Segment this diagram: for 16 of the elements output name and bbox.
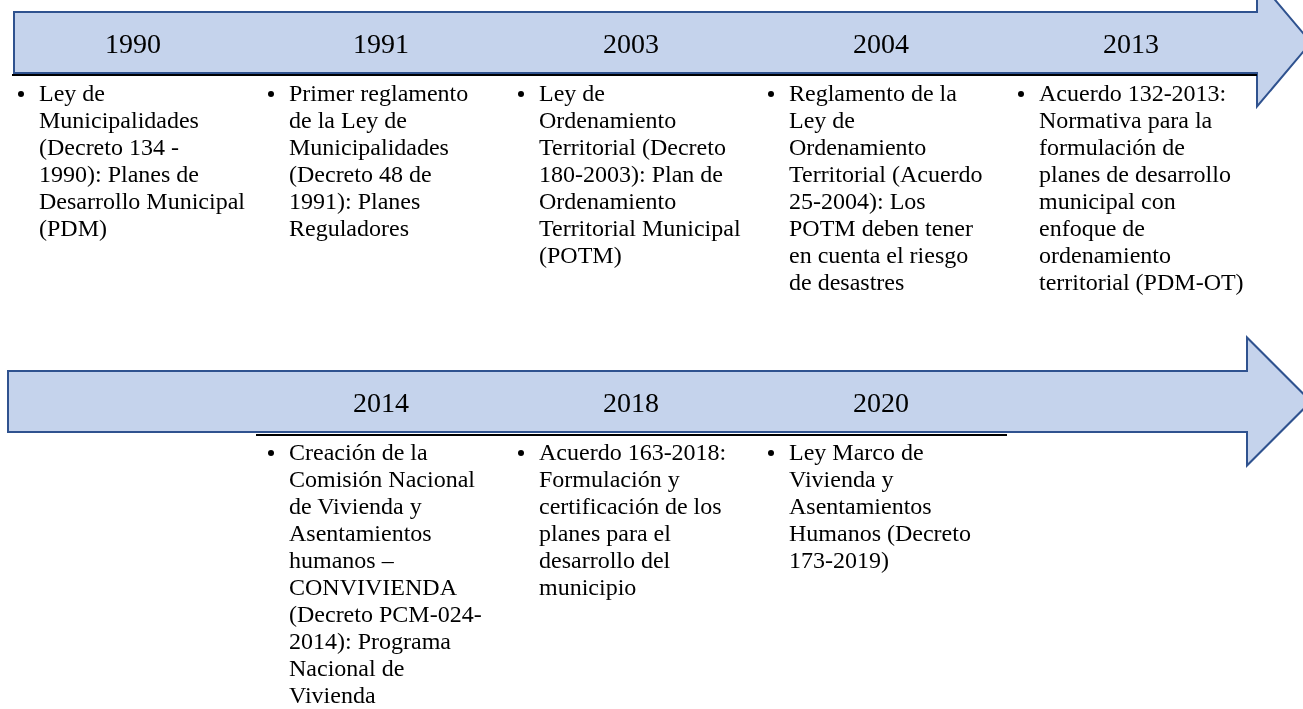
year-label: 1991 (353, 29, 409, 58)
year-label: 2004 (853, 29, 909, 58)
bullet-text: Ley de Ordenamiento Territorial (Decreto 180-2003): Plan de Ordenamiento Territorial Municipal (POTM) (539, 80, 742, 269)
year-label: 2014 (353, 388, 409, 417)
bullet-text: Acuerdo 132-2013: Normativa para la formulación de planes de desarrollo municipal con enfoque de ordenamiento territorial (PDM-OT) (1039, 80, 1245, 296)
bullet-text: Ley Marco de Vivienda y Asentamientos Humanos (Decreto 173-2019) (789, 439, 972, 574)
year-label: 1990 (105, 29, 161, 58)
bullet-text: Acuerdo 163-2018: Formulación y certificación de los planes para el desarrollo del municipio (539, 439, 728, 601)
bullet-text: Primer reglamento de la Ley de Municipalidades (Decreto 48 de 1991): Planes Reguladores (289, 80, 470, 242)
year-label: 2018 (603, 388, 659, 417)
year-label: 2020 (853, 388, 909, 417)
bullet-text: Creación de la Comisión Nacional de Vivienda y Asentamientos humanos – CONVIVIENDA (Decreto PCM-024-2014): Programa Nacional de Vivienda (289, 439, 483, 709)
bullet-text: Ley de Municipalidades (Decreto 134 - 1990): Planes de Desarrollo Municipal (PDM) (39, 80, 246, 242)
year-label: 2013 (1103, 29, 1159, 58)
year-label: 2003 (603, 29, 659, 58)
bullet-text: Reglamento de la Ley de Ordenamiento Territorial (Acuerdo 25-2004): Los POTM deben tener en cuenta el riesgo de desastres (789, 80, 984, 296)
